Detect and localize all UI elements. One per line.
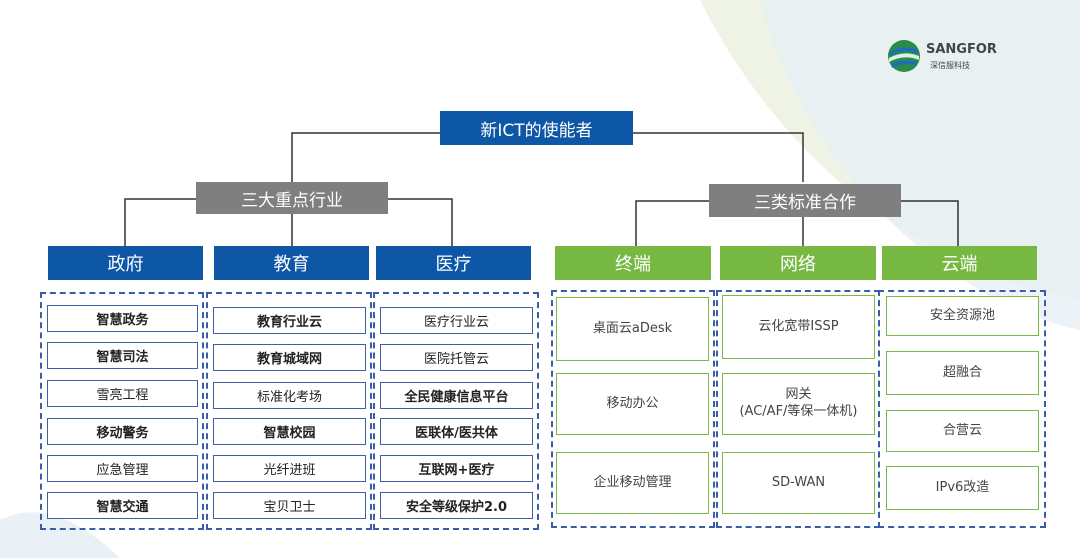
list-item: 超融合 [886, 351, 1039, 395]
list-item: 桌面云aDesk [556, 297, 709, 361]
connector-lines [124, 132, 959, 246]
sangfor-logo-icon [886, 38, 922, 74]
list-item: 教育城域网 [213, 344, 366, 371]
list-item: 合营云 [886, 410, 1039, 452]
logo-name: SANGFOR [926, 42, 997, 57]
list-item: 安全等级保护2.0 [380, 492, 533, 519]
list-item: 全民健康信息平台 [380, 382, 533, 409]
category-government: 政府 [48, 246, 203, 280]
category-terminal: 终端 [555, 246, 711, 280]
terminal-panel [551, 290, 715, 528]
list-item: 企业移动管理 [556, 452, 709, 514]
healthcare-panel [373, 292, 539, 530]
list-item: SD-WAN [722, 452, 875, 514]
cloud-panel [878, 290, 1046, 528]
list-item: 移动办公 [556, 373, 709, 435]
category-education: 教育 [214, 246, 369, 280]
list-item: 教育行业云 [213, 307, 366, 334]
list-item: 智慧交通 [47, 492, 198, 519]
list-item: 互联网+医疗 [380, 455, 533, 482]
government-panel [40, 292, 204, 530]
group-standard-cooperation: 三类标准合作 [709, 184, 901, 217]
list-item: 宝贝卫士 [213, 492, 366, 519]
list-item: 云化宽带ISSP [722, 295, 875, 359]
list-item: IPv6改造 [886, 466, 1039, 510]
list-item: 智慧政务 [47, 305, 198, 332]
list-item: 雪亮工程 [47, 380, 198, 407]
list-item: 智慧司法 [47, 342, 198, 369]
category-network: 网络 [720, 246, 876, 280]
list-item: 医院托管云 [380, 344, 533, 371]
category-healthcare: 医疗 [376, 246, 531, 280]
list-item: 网关 (AC/AF/等保一体机) [722, 373, 875, 435]
education-panel [206, 292, 372, 530]
list-item: 移动警务 [47, 418, 198, 445]
list-item: 安全资源池 [886, 296, 1039, 336]
category-cloud: 云端 [882, 246, 1037, 280]
list-item: 医疗行业云 [380, 307, 533, 334]
list-item: 应急管理 [47, 455, 198, 482]
list-item: 标准化考场 [213, 382, 366, 409]
group-key-industries: 三大重点行业 [196, 182, 388, 214]
list-item: 光纤进班 [213, 455, 366, 482]
root-node: 新ICT的使能者 [440, 111, 633, 145]
list-item: 医联体/医共体 [380, 418, 533, 445]
logo-subtitle: 深信服科技 [930, 61, 970, 70]
list-item: 智慧校园 [213, 418, 366, 445]
